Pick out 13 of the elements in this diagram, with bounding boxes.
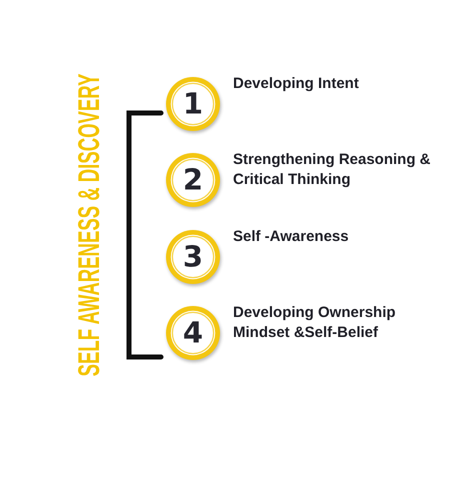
step-number: 2 (182, 166, 204, 194)
step-label: Developing Intent (233, 74, 359, 94)
step-number: 1 (182, 90, 204, 118)
number-circle (165, 76, 221, 132)
vertical-heading: SELF AWARENESS & DISCOVERY (74, 74, 105, 376)
number-circle (165, 152, 221, 208)
step-label: Developing Ownership Mindset &Self-Belief (233, 303, 397, 343)
step-label: Self -Awareness (233, 227, 349, 247)
step-label: Strengthening Reasoning & Critical Thinking (233, 150, 432, 190)
number-circle (165, 229, 221, 285)
step-number: 4 (182, 318, 204, 348)
number-circle (165, 305, 221, 361)
step-number: 3 (182, 242, 204, 272)
